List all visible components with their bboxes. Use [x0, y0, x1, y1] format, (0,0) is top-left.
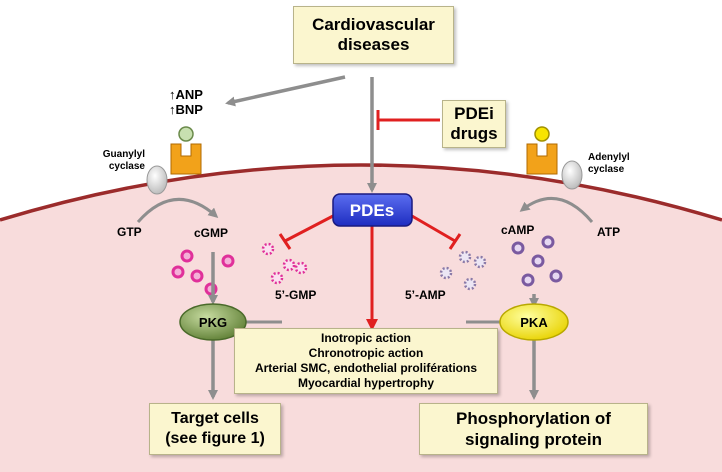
cell-body [0, 165, 722, 472]
amp5-molecules [439, 250, 487, 291]
effect-inotropic: Inotropic action [321, 331, 411, 345]
bnp-label: ↑BNP [169, 102, 203, 117]
effect-chronotropic: Chronotropic action [308, 346, 424, 360]
gmp5-label: 5’-GMP [275, 288, 317, 302]
pdes-to-amp-inhibit [411, 214, 456, 243]
cardiovascular-line1: Cardiovascular [312, 15, 435, 34]
cgmp-label: cGMP [194, 226, 229, 240]
atp-to-camp-arrow [519, 196, 594, 223]
atp-label: ATP [597, 225, 621, 239]
cell-membrane [0, 163, 722, 222]
phosphorylation-box: Phosphorylation of signaling protein [419, 403, 648, 455]
amp5-label: 5’-AMP [405, 288, 446, 302]
pdes-to-gmp-inhibit [284, 214, 334, 243]
pkg-label: PKG [199, 315, 227, 330]
pdei-line1: PDEi [454, 104, 494, 123]
pkg-node [179, 303, 247, 341]
pdes-to-gmp-inhibit-bar [278, 233, 292, 250]
pdes-node [332, 193, 413, 227]
target-line1: Target cells [171, 410, 259, 427]
effects-box: Inotropic action Chronotropic action Art… [234, 328, 498, 394]
phospho-line2: signaling protein [465, 430, 602, 449]
adenylyl-line1: Adenylyl [588, 152, 630, 163]
cardiovascular-diseases-box: Cardiovascular diseases [293, 6, 454, 64]
guanylyl-line2: cyclase [108, 161, 145, 172]
pka-label: PKA [520, 315, 548, 330]
camp-label: cAMP [501, 223, 535, 237]
effect-hypertrophy: Myocardial hypertrophy [297, 376, 435, 390]
gtp-label: GTP [117, 225, 142, 239]
phospho-line1: Phosphorylation of [456, 409, 611, 428]
anp-label: ↑ANP [169, 87, 203, 102]
gmp5-molecules [261, 242, 308, 285]
adenylyl-cyclase-receptor [526, 126, 583, 190]
guanylyl-line1: Guanylyl [102, 149, 145, 160]
pdes-label: PDEs [350, 201, 394, 220]
guanylyl-cyclase-receptor [146, 126, 202, 195]
pdei-line2: drugs [450, 124, 498, 143]
pdes-to-amp-inhibit-bar [448, 233, 462, 250]
pdei-drugs-box: PDEi drugs [442, 100, 506, 148]
arrow-to-natriuretic [225, 75, 346, 107]
camp-molecules [511, 235, 563, 287]
target-cells-box: Target cells (see figure 1) [149, 403, 281, 455]
effect-arterial: Arterial SMC, endothelial proliférations [254, 361, 478, 375]
adenylyl-line2: cyclase [588, 164, 625, 175]
target-line2: (see figure 1) [165, 430, 265, 447]
cardiovascular-line2: diseases [337, 35, 410, 54]
gtp-to-cgmp-arrow [136, 198, 219, 223]
pka-node [499, 303, 569, 341]
